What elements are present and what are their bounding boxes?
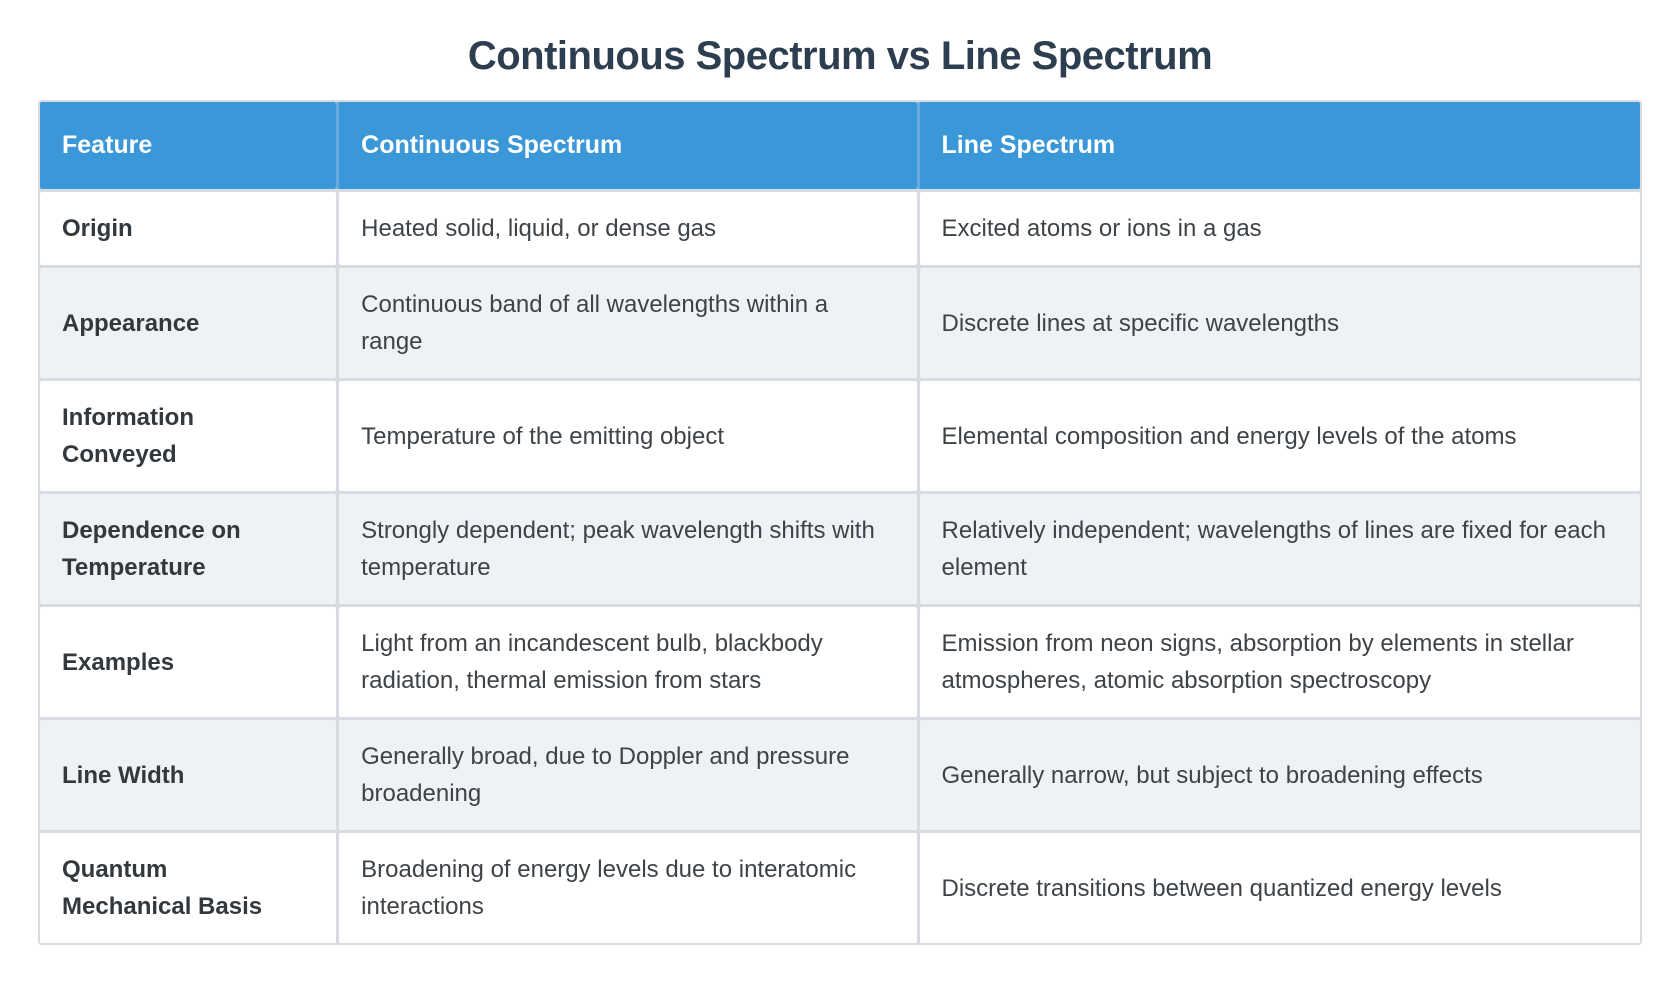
- cell-examples-continuous: Light from an incandescent bulb, blackbo…: [339, 607, 917, 717]
- cell-line-width-feature: Line Width: [40, 720, 337, 830]
- cell-examples-feature: Examples: [40, 607, 337, 717]
- cell-appearance-continuous: Continuous band of all wavelengths withi…: [339, 268, 917, 378]
- comparison-table: Feature Continuous Spectrum Line Spectru…: [38, 100, 1642, 945]
- cell-information-conveyed-feature: Information Conveyed: [40, 381, 337, 491]
- cell-origin-line: Excited atoms or ions in a gas: [919, 192, 1640, 265]
- column-header-feature: Feature: [40, 102, 337, 189]
- cell-examples-line: Emission from neon signs, absorption by …: [919, 607, 1640, 717]
- cell-information-conveyed-continuous: Temperature of the emitting object: [339, 381, 917, 491]
- cell-dependence-on-temperature-continuous: Strongly dependent; peak wavelength shif…: [339, 494, 917, 604]
- column-header-continuous-spectrum: Continuous Spectrum: [339, 102, 917, 189]
- cell-quantum-mechanical-basis-continuous: Broadening of energy levels due to inter…: [339, 833, 917, 943]
- cell-dependence-on-temperature-feature: Dependence on Temperature: [40, 494, 337, 604]
- cell-quantum-mechanical-basis-line: Discrete transitions between quantized e…: [919, 833, 1640, 943]
- cell-dependence-on-temperature-line: Relatively independent; wavelengths of l…: [919, 494, 1640, 604]
- cell-line-width-continuous: Generally broad, due to Doppler and pres…: [339, 720, 917, 830]
- cell-appearance-feature: Appearance: [40, 268, 337, 378]
- cell-information-conveyed-line: Elemental composition and energy levels …: [919, 381, 1640, 491]
- column-header-line-spectrum: Line Spectrum: [919, 102, 1640, 189]
- cell-quantum-mechanical-basis-feature: Quantum Mechanical Basis: [40, 833, 337, 943]
- cell-origin-continuous: Heated solid, liquid, or dense gas: [339, 192, 917, 265]
- cell-line-width-line: Generally narrow, but subject to broaden…: [919, 720, 1640, 830]
- page-title: Continuous Spectrum vs Line Spectrum: [467, 34, 1213, 78]
- cell-appearance-line: Discrete lines at specific wavelengths: [919, 268, 1640, 378]
- cell-origin-feature: Origin: [40, 192, 337, 265]
